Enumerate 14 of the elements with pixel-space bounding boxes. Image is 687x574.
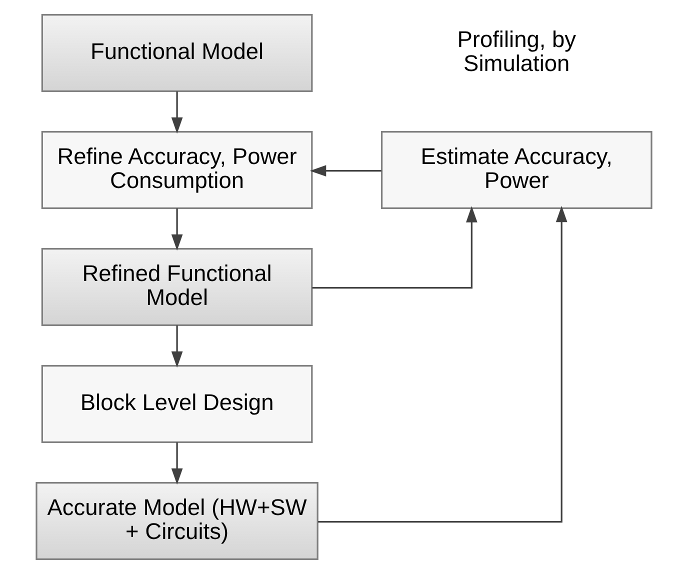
arrow <box>170 91 182 134</box>
node-box: Refined Functional Model <box>40 248 312 326</box>
arrow <box>170 325 182 368</box>
node-box: Estimate Accuracy, Power <box>380 131 652 209</box>
arrow <box>170 442 182 485</box>
arrow <box>309 165 381 177</box>
node-box: Refine Accuracy, Power Consumption <box>40 131 312 209</box>
node-box: Functional Model <box>40 14 312 92</box>
node-box: Block Level Design <box>40 365 312 443</box>
arrow <box>312 206 477 289</box>
arrow <box>318 206 567 523</box>
label: Profiling, by Simulation <box>456 26 576 76</box>
arrow <box>170 208 182 251</box>
node-box: Accurate Model (HW+SW + Circuits) <box>35 482 318 560</box>
